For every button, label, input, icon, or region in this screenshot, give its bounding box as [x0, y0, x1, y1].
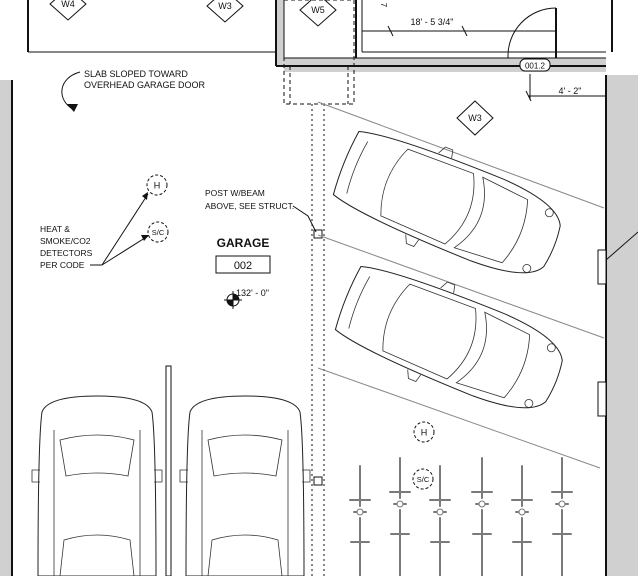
svg-text:W5: W5	[311, 5, 325, 15]
post-lower	[313, 476, 323, 486]
overhead-door-header	[283, 0, 355, 105]
elevation-marker	[224, 291, 242, 309]
dim-tick	[461, 25, 468, 37]
car-vertical-right	[179, 395, 311, 576]
east-wall-device-2	[597, 381, 607, 417]
door-tag-box	[519, 58, 551, 72]
bike-1	[349, 465, 371, 576]
arrowhead	[142, 192, 148, 200]
bike-rack	[349, 457, 573, 576]
heat-detector-symbol: H	[146, 174, 168, 196]
dim-tick	[387, 25, 394, 37]
parking-stripe-1	[317, 101, 605, 209]
svg-text:S/C: S/C	[152, 228, 165, 237]
bike-6	[551, 457, 573, 576]
wall-tag-w3: W3	[206, 0, 244, 23]
bike-3	[429, 465, 451, 576]
detector-note-line1: HEAT &	[40, 224, 70, 234]
parking-stripe-2	[317, 367, 601, 469]
car-angled-upper	[332, 130, 561, 274]
car-vertical-left	[31, 395, 163, 576]
wall-leader	[605, 231, 638, 261]
post-leader	[292, 205, 317, 233]
post-note-line1: POST W/BEAM	[205, 188, 265, 198]
detector-leader-heat	[101, 193, 149, 266]
wall-tag-w3-lower: W3	[456, 100, 494, 136]
detector-leader-smoke	[101, 235, 149, 266]
arrowhead	[141, 235, 149, 241]
post-note-line2: ABOVE, SEE STRUCT.	[205, 201, 294, 211]
column-strip	[165, 365, 172, 576]
svg-text:S/C: S/C	[417, 475, 430, 484]
detector-note-line2: SMOKE/CO2	[40, 236, 91, 246]
post-upper	[313, 229, 323, 239]
door-swing	[507, 7, 557, 59]
heat-detector-symbol-2: H	[413, 421, 435, 443]
east-wall-device-1	[597, 249, 607, 285]
dimension-top: 18' - 5 3/4"	[411, 17, 454, 27]
smoke-detector-symbol-2: S/C	[412, 468, 434, 490]
parking-stripe-3	[317, 234, 605, 339]
east-wall	[606, 75, 638, 576]
west-wall	[0, 80, 12, 576]
dimension-partial: 7	[379, 3, 388, 8]
elevation-value: 132' - 0"	[236, 288, 269, 298]
svg-text:W4: W4	[61, 0, 75, 9]
slope-arrowhead	[67, 104, 78, 112]
bike-5	[511, 465, 533, 576]
svg-text:W3: W3	[468, 113, 482, 123]
bike-2	[389, 457, 411, 576]
door-tag: 001.2	[525, 62, 546, 71]
car-angled-lower	[334, 265, 563, 409]
room-number-box	[215, 255, 271, 274]
wall-tag-w5: W5	[299, 0, 337, 27]
bike-4	[471, 457, 493, 576]
room-name: GARAGE	[217, 236, 270, 250]
dimension-side: 4' - 2"	[559, 86, 582, 96]
slab-note-line1: SLAB SLOPED TOWARD	[84, 69, 188, 79]
slab-note-line2: OVERHEAD GARAGE DOOR	[84, 80, 206, 90]
svg-text:H: H	[154, 181, 161, 191]
detector-note-line3: DETECTORS	[40, 248, 93, 258]
svg-text:H: H	[421, 428, 428, 438]
svg-text:W3: W3	[218, 1, 232, 11]
detector-note-line4: PER CODE	[40, 260, 85, 270]
wall-tag-w4: W4	[49, 0, 87, 21]
room-number: 002	[234, 260, 252, 272]
smoke-detector-symbol: S/C	[147, 221, 169, 243]
north-wall-hatch	[276, 0, 284, 66]
